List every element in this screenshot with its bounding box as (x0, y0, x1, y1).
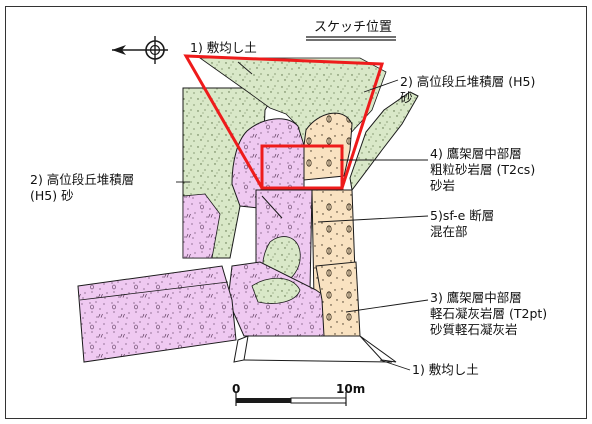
scale-bar (235, 392, 347, 406)
label-terrace-left-line2: (H5) 砂 (30, 188, 74, 203)
base-line (243, 359, 393, 363)
label-terrace-right-line1: 2) 高位段丘堆積層 (H5) (400, 74, 536, 89)
north-arrow-icon (112, 36, 168, 64)
coarse-sandstone-lower-strip (315, 261, 361, 337)
label-terrace-left-line1: 2) 高位段丘堆積層 (30, 172, 135, 187)
terrace-sand-right-wedge (349, 91, 419, 192)
outer-frame (5, 6, 587, 419)
label-terrace-right-line2: 砂 (400, 90, 413, 105)
sketch-position-label: スケッチ位置 (314, 20, 393, 35)
label-fault-zone: 5)sf-e 断層 混在部 (430, 208, 494, 240)
pumice-inclusion-left-panel (182, 193, 221, 259)
label-takanosu-pumice-line1: 3) 鷹架層中部層 (430, 290, 522, 305)
label-terrace-left: 2) 高位段丘堆積層 (H5) 砂 (30, 172, 134, 204)
fault-line (261, 195, 283, 219)
leader-lines (176, 61, 429, 371)
label-terrace-right: 2) 高位段丘堆積層 (H5) 砂 (400, 74, 535, 106)
label-takanosu-coarse-line2: 粗粒砂岩層 (T2cs) (430, 162, 536, 177)
label-takanosu-pumice: 3) 鷹架層中部層 軽石凝灰岩層 (T2pt) 砂質軽石凝灰岩 (430, 290, 547, 338)
label-fill-soil-bottom: 1) 敷均し土 (412, 362, 479, 377)
label-takanosu-coarse-line3: 砂岩 (430, 178, 456, 193)
fill-soil-wedge-bottom-right (359, 335, 397, 363)
sketch-position-inner-box (260, 144, 344, 190)
label-fault-zone-line2: 混在部 (430, 224, 468, 239)
label-fault-zone-line1: 5)sf-e 断層 (430, 208, 495, 223)
scale-end-label: 10m (336, 382, 366, 396)
scale-start-label: 0 (232, 382, 241, 396)
sand-lens-lower (251, 277, 301, 304)
label-fill-soil-top: 1) 敷均し土 (190, 40, 257, 55)
panel-joint-line (79, 281, 229, 301)
label-takanosu-coarse-line1: 4) 鷹架層中部層 (430, 146, 522, 161)
pumice-tuff-far-left-panel (77, 265, 237, 363)
label-takanosu-pumice-line3: 砂質軽石凝灰岩 (430, 322, 518, 337)
label-takanosu-coarse: 4) 鷹架層中部層 粗粒砂岩層 (T2cs) 砂岩 (430, 146, 535, 194)
label-takanosu-pumice-line2: 軽石凝灰岩層 (T2pt) (430, 306, 548, 321)
